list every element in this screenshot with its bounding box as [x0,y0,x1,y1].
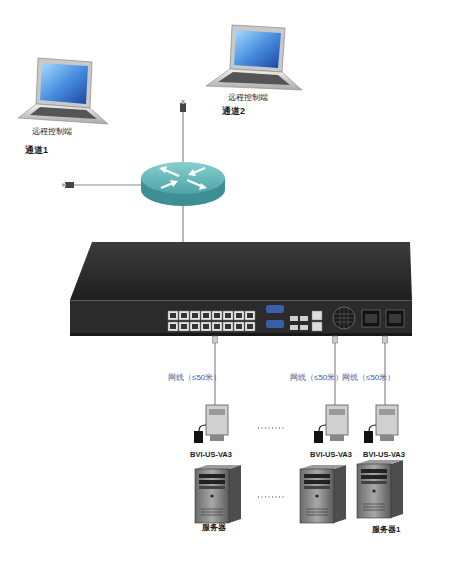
adapter-icon [194,405,228,443]
device-node: 远程控制端通道1 [15,56,115,160]
laptop-keyboard [30,107,97,119]
ellipsis-dots [258,428,284,429]
cable-length-label: 网线（≤50米） [168,374,221,382]
vga-port [266,305,284,313]
laptop-base [206,69,302,90]
laptop-screen-frame [230,25,285,72]
device-label: 远程控制端 [228,94,268,102]
kvm-front [70,300,412,336]
server-icon [195,465,241,523]
vga-port [266,320,284,328]
router-top [141,162,225,194]
server-icon [357,460,403,518]
kvm-bottom [70,333,412,336]
laptop-2 [206,25,302,90]
adapter-icon [364,405,398,443]
device-node: 远程控制端通道2 [200,22,304,120]
device-label: BVI-US-VA3 [363,451,405,459]
usb-port [300,325,308,330]
kvm-edge [70,300,412,301]
wire [182,112,183,164]
device-node: 服务器 [190,460,250,538]
channel-label: 通道1 [25,146,48,155]
laptop-screen-frame [36,58,92,108]
router-arrows [159,166,207,190]
cable-plug [180,103,186,112]
device-label: BVI-US-VA3 [310,451,352,459]
kvm-top [70,242,412,300]
device-label: 远程控制端 [32,128,72,136]
router-icon [141,162,225,206]
device-node: BVI-US-VA3 [305,402,367,464]
laptop-screen [40,63,88,104]
ellipsis-dots [258,497,284,498]
laptop-1 [18,58,108,124]
power-socket-inner [389,314,401,323]
laptop-screen [234,30,281,68]
cable-plug [65,182,74,188]
device-node: BVI-US-VA3 [355,402,417,464]
device-label: 服务器1 [372,526,400,534]
laptop-keyboard [218,72,290,85]
usb-port [290,316,298,321]
fan-grille [334,307,354,329]
channel-label: 通道2 [222,107,245,116]
device-node: 服务器1 [352,455,412,540]
power-socket-inner [365,314,377,323]
server-icon [300,465,346,523]
lan-port [312,322,322,331]
cable-length-label: 网线（≤50米） [342,374,395,382]
fan [333,307,355,329]
laptop-base [18,104,108,124]
cable-plug [182,100,185,104]
device-label: BVI-US-VA3 [190,451,232,459]
usb-port [300,316,308,321]
device-node: BVI-US-VA3 [185,402,247,464]
cable-length-label: 网线（≤50米） [290,374,343,382]
lan-port [312,311,322,320]
device-label: 服务器 [202,524,226,532]
cable-plug [62,184,66,187]
network-cables [215,338,385,405]
usb-port [290,325,298,330]
router-wires [62,100,186,242]
cable-plugs [213,336,388,343]
power-socket [386,310,404,327]
power-socket [362,310,380,327]
kvm-switch [70,242,412,336]
rj45-ports [168,311,255,331]
wire [74,184,142,185]
adapter-icon [314,405,348,443]
